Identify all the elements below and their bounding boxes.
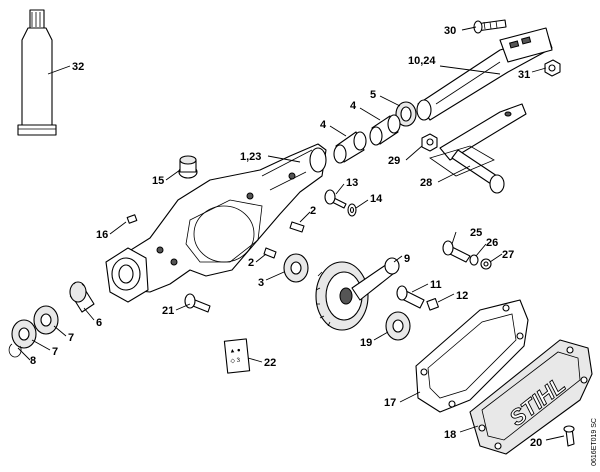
bolt-part-25 xyxy=(442,240,471,263)
bearing-part-19 xyxy=(385,311,411,341)
bracket-part-28 xyxy=(429,103,527,194)
label-14: 14 xyxy=(370,193,383,205)
label-2-lower: 2 xyxy=(248,257,254,269)
label-10-24: 10,24 xyxy=(408,55,436,67)
label-4-lower: 4 xyxy=(320,119,327,131)
label-32: 32 xyxy=(72,61,84,73)
label-3: 3 xyxy=(258,277,264,289)
label-1-23: 1,23 xyxy=(240,151,261,163)
label-4-upper: 4 xyxy=(350,100,357,112)
grease-tube-part-32 xyxy=(17,9,57,136)
bearing-part-3 xyxy=(283,253,309,283)
screw-part-21 xyxy=(184,293,211,313)
label-26: 26 xyxy=(486,237,498,249)
bolt-part-11 xyxy=(396,285,425,309)
label-31: 31 xyxy=(518,69,530,81)
pin-part-2-upper xyxy=(289,221,305,233)
washer-part-14 xyxy=(347,203,357,217)
reference-code: 0616ET019 SC xyxy=(591,418,598,466)
label-8: 8 xyxy=(30,355,36,367)
circlip-part-8 xyxy=(8,343,22,358)
screw-part-30 xyxy=(473,19,507,34)
label-21: 21 xyxy=(162,305,174,317)
sleeve-part-4-lower xyxy=(333,131,367,164)
nut-part-31 xyxy=(544,59,561,77)
bevel-gear-part-9 xyxy=(315,257,400,331)
nut-part-29 xyxy=(421,133,438,152)
label-20: 20 xyxy=(530,437,542,449)
sleeve-part-4-upper xyxy=(369,114,401,146)
cover-part-18 xyxy=(469,339,593,455)
label-5: 5 xyxy=(370,89,376,101)
svg-text:▲ ●: ▲ ● xyxy=(229,348,241,355)
label-17: 17 xyxy=(384,397,396,409)
label-12: 12 xyxy=(456,290,468,302)
ring-part-5 xyxy=(395,101,417,127)
label-28: 28 xyxy=(420,177,432,189)
label-11: 11 xyxy=(430,279,442,291)
pin-part-2-lower xyxy=(263,247,277,259)
pinion-part-6 xyxy=(69,281,95,313)
label-13: 13 xyxy=(346,177,358,189)
ring-part-27 xyxy=(480,258,492,270)
screw-part-20 xyxy=(563,425,575,447)
label-27: 27 xyxy=(502,249,514,261)
part-labels: 32 30 10,24 31 5 4 4 1,23 29 28 15 13 14… xyxy=(30,25,542,449)
label-part-22: ▲ ● ◇ 3 xyxy=(223,338,251,374)
label-16: 16 xyxy=(96,229,108,241)
bearing-part-7-lower xyxy=(11,319,37,349)
label-2-upper: 2 xyxy=(310,205,316,217)
leader-lines xyxy=(17,26,565,441)
label-6: 6 xyxy=(96,317,102,329)
bearing-part-7-upper xyxy=(33,305,59,335)
plug-part-15 xyxy=(178,155,198,179)
gasket-part-17 xyxy=(415,299,529,413)
label-25: 25 xyxy=(470,227,482,239)
clamp-shaft-part-10-24 xyxy=(416,27,553,121)
label-18: 18 xyxy=(444,429,456,441)
gear-housing-part-1-23 xyxy=(105,143,327,303)
label-7-lower: 7 xyxy=(52,346,58,358)
screw-part-13 xyxy=(324,189,347,209)
label-19: 19 xyxy=(360,337,372,349)
label-30: 30 xyxy=(444,25,456,37)
label-29: 29 xyxy=(388,155,400,167)
label-9: 9 xyxy=(404,253,410,265)
svg-text:◇ 3: ◇ 3 xyxy=(230,358,241,365)
label-15: 15 xyxy=(152,175,164,187)
pin-part-16 xyxy=(126,214,138,224)
label-22: 22 xyxy=(264,357,276,369)
washer-part-26 xyxy=(469,254,479,266)
block-part-12 xyxy=(426,297,439,311)
label-7-upper: 7 xyxy=(68,332,74,344)
